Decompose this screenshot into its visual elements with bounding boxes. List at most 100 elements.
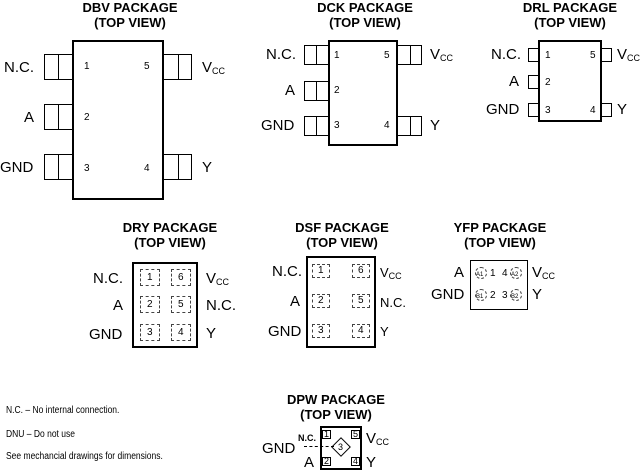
pin-number: 2 xyxy=(318,295,324,306)
package-title: DRL PACKAGE (TOP VIEW) xyxy=(522,0,618,30)
solder-ball xyxy=(475,267,487,279)
pin-label: Y xyxy=(202,159,213,176)
package-body xyxy=(306,256,376,348)
pin-number: 3 xyxy=(502,290,508,301)
pin-number: 4 xyxy=(384,120,390,131)
lead-divider xyxy=(58,154,59,180)
pin-label: N.C. xyxy=(491,46,521,63)
ball-id: A1 xyxy=(476,272,484,278)
ball-id: B2 xyxy=(511,294,519,300)
pin-number: 1 xyxy=(490,268,496,279)
pin-label: N.C. xyxy=(266,46,296,63)
pin-label: GND xyxy=(261,117,295,134)
nc-leader-line xyxy=(304,446,334,447)
package-body xyxy=(72,40,164,200)
pin-label: N.C. xyxy=(272,263,302,280)
pin-number: 3 xyxy=(338,442,344,452)
pin-label: GND xyxy=(0,159,34,176)
pin-number: 4 xyxy=(178,327,184,338)
pin-pad xyxy=(352,324,370,338)
lead-divider xyxy=(178,154,179,180)
pin-number: 6 xyxy=(358,265,364,276)
pin-number: 4 xyxy=(144,163,150,174)
pin-label: VCC xyxy=(430,46,454,63)
pin-number: 5 xyxy=(384,50,390,61)
pin-label: N.C. xyxy=(380,295,406,310)
ball-id: A2 xyxy=(511,272,519,278)
ball-id: B1 xyxy=(476,294,484,300)
pin-pad xyxy=(140,324,160,341)
pin-number: 4 xyxy=(358,325,364,336)
pin-pad xyxy=(312,264,330,278)
pin-label: A xyxy=(285,82,296,99)
pin-lead xyxy=(602,103,612,117)
package-body xyxy=(132,262,198,348)
pin-number: 1 xyxy=(545,50,551,61)
pin-label: GND xyxy=(262,440,296,457)
pin-label: GND xyxy=(486,101,520,118)
solder-ball xyxy=(510,289,522,301)
package-title: DRY PACKAGE (TOP VIEW) xyxy=(122,220,218,250)
pin-lead xyxy=(528,75,538,89)
pin-pad xyxy=(171,324,191,341)
solder-ball xyxy=(510,267,522,279)
pin-number: 1 xyxy=(147,272,153,283)
pin-number: 1 xyxy=(318,265,324,276)
pin-number: 4 xyxy=(502,268,508,279)
pin-label: A xyxy=(290,293,301,310)
pin-label: GND xyxy=(89,326,123,343)
lead-divider xyxy=(58,104,59,130)
pin-number: 1 xyxy=(334,50,340,61)
pin-pad xyxy=(322,430,331,439)
pin-number: 1 xyxy=(84,61,90,72)
pin-label: Y xyxy=(617,101,628,118)
pin-pad xyxy=(312,324,330,338)
pin-number: 3 xyxy=(318,325,324,336)
pin-label: VCC xyxy=(532,264,556,281)
pin-label: GND xyxy=(268,323,302,340)
pin-pad xyxy=(140,296,160,313)
solder-ball xyxy=(475,289,487,301)
lead-divider xyxy=(410,116,411,136)
lead-divider xyxy=(410,45,411,65)
pin-number: 2 xyxy=(490,290,496,301)
pin-pad xyxy=(140,269,160,286)
pin-label: VCC xyxy=(617,46,640,63)
package-title: DCK PACKAGE (TOP VIEW) xyxy=(317,0,413,30)
pin-number: 2 xyxy=(545,77,551,88)
pin-number: 2 xyxy=(334,85,340,96)
pin-number: 6 xyxy=(178,272,184,283)
pin-number: 1 xyxy=(324,429,330,439)
pin-label: VCC xyxy=(206,270,230,287)
pin-label: N.C. xyxy=(4,59,34,76)
pin-number: 2 xyxy=(324,456,330,466)
pin-label: Y xyxy=(380,324,389,339)
pin-label: N.C. xyxy=(93,270,123,287)
pin-lead xyxy=(602,48,612,62)
pin-label: Y xyxy=(366,454,377,471)
note-nc: N.C. – No internal connection. xyxy=(6,405,120,416)
lead-divider xyxy=(316,45,317,65)
pin-lead xyxy=(528,48,538,62)
pin-number: 5 xyxy=(590,50,596,61)
note-dnu: DNU – Do not use xyxy=(6,429,75,440)
pin-number: 3 xyxy=(84,163,90,174)
pin-number: 3 xyxy=(545,105,551,116)
pin-label: VCC xyxy=(380,265,402,281)
lead-divider xyxy=(178,54,179,80)
pin-lead xyxy=(528,103,538,117)
pin-label: N.C. xyxy=(206,297,236,314)
pin-number: 3 xyxy=(147,327,153,338)
pin-label: VCC xyxy=(202,59,226,76)
pin-pad xyxy=(352,264,370,278)
package-body xyxy=(538,40,602,122)
pin-pad xyxy=(171,296,191,313)
pin-pad xyxy=(312,294,330,308)
pin-label: Y xyxy=(430,117,441,134)
lead-divider xyxy=(58,54,59,80)
pin-label: Y xyxy=(532,286,543,303)
pin-number: 2 xyxy=(147,299,153,310)
pin-label: GND xyxy=(431,286,465,303)
package-title: DBV PACKAGE (TOP VIEW) xyxy=(82,0,178,30)
